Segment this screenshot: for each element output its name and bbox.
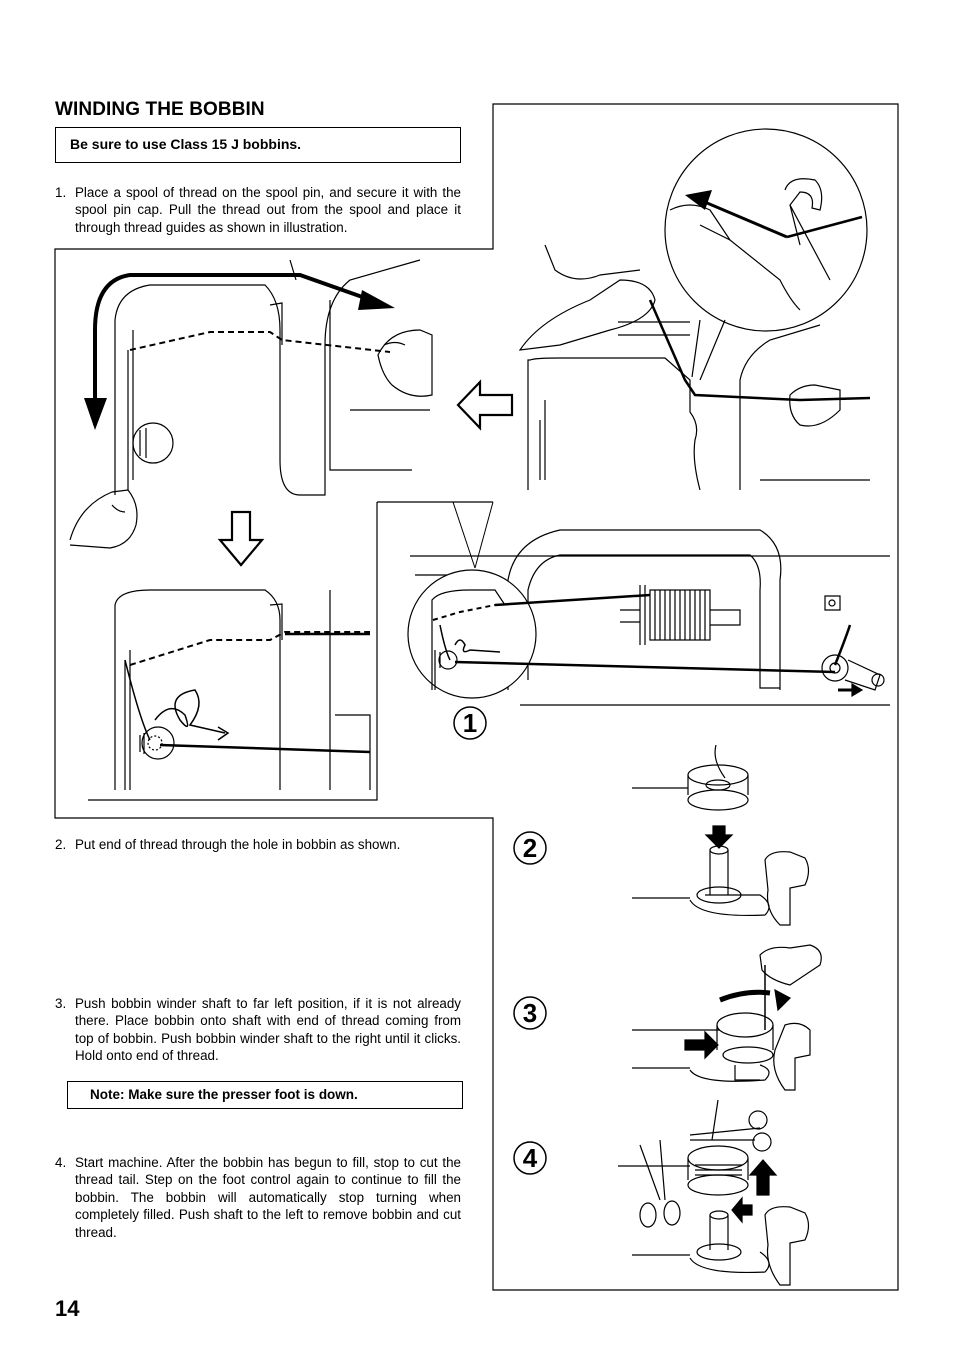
step-text: Push bobbin winder shaft to far left pos… (75, 996, 461, 1064)
step-3: 3. Push bobbin winder shaft to far left … (55, 995, 461, 1065)
figure-label-4 (513, 1141, 547, 1175)
step-text: Put end of thread through the hole in bo… (75, 837, 401, 852)
machine-top-illustration (407, 529, 890, 706)
step-1: 1. Place a spool of thread on the spool … (55, 184, 461, 236)
figure-label-3-text: 3 (523, 998, 537, 1028)
step-2: 2. Put end of thread through the hole in… (55, 836, 475, 853)
page-number: 14 (55, 1296, 80, 1321)
step-number: 1. (55, 185, 67, 200)
bobbin-cutting-illustration (618, 1099, 810, 1286)
illustration-frame (54, 103, 899, 1291)
figure-label-1 (453, 706, 487, 740)
bobbin-onto-shaft-illustration (632, 744, 810, 926)
section-title: WINDING THE BOBBIN (55, 99, 265, 120)
step-number: 2. (55, 837, 67, 852)
step-4: 4. Start machine. After the bobbin has b… (55, 1154, 461, 1241)
step-text: Start machine. After the bobbin has begu… (75, 1155, 461, 1240)
bobbin-class-note: Be sure to use Class 15 J bobbins. (55, 127, 461, 163)
bobbin-threading-illustration (114, 589, 371, 790)
thread-guide-illustration-right (518, 128, 870, 491)
thread-guide-illustration-left (69, 259, 433, 549)
figure-label-3 (513, 996, 547, 1030)
figure-label-1-text: 1 (463, 708, 477, 738)
step-number: 4. (55, 1155, 67, 1170)
figure-label-4-text: 4 (523, 1143, 538, 1173)
presser-foot-note: Note: Make sure the presser foot is down… (67, 1081, 463, 1109)
figure-label-2-text: 2 (523, 833, 537, 863)
bobbin-winding-illustration (632, 944, 822, 1091)
step-number: 3. (55, 996, 67, 1011)
step-text: Place a spool of thread on the spool pin… (75, 185, 461, 235)
figure-label-2 (513, 831, 547, 865)
inset-frame (88, 502, 378, 801)
